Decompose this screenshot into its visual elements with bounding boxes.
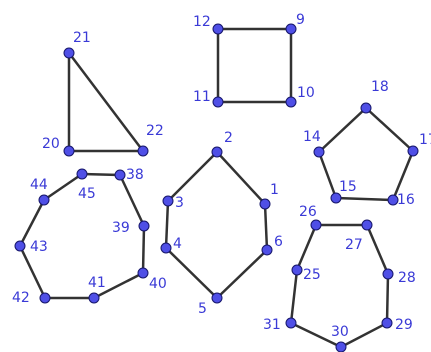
point-6[interactable] [261, 244, 273, 256]
point-label-9: 9 [296, 12, 305, 28]
segment-3-2[interactable] [166, 150, 219, 203]
segment-39-40[interactable] [141, 224, 146, 275]
segment-43-44[interactable] [18, 198, 46, 248]
point-42[interactable] [39, 292, 51, 304]
point-30[interactable] [335, 341, 347, 352]
point-label-12: 12 [193, 14, 211, 30]
point-38[interactable] [114, 169, 126, 181]
point-label-18: 18 [371, 79, 389, 95]
point-label-42: 42 [12, 290, 30, 306]
point-label-28: 28 [398, 270, 416, 286]
point-31[interactable] [285, 317, 297, 329]
point-label-21: 21 [73, 30, 91, 46]
point-label-22: 22 [146, 123, 164, 139]
segment-14-18[interactable] [317, 106, 368, 154]
segment-44-45[interactable] [42, 172, 84, 202]
point-17[interactable] [407, 145, 419, 157]
point-15[interactable] [330, 192, 342, 204]
point-label-4: 4 [173, 236, 182, 252]
point-label-30: 30 [331, 324, 349, 340]
point-label-16: 16 [397, 192, 415, 208]
point-27[interactable] [361, 219, 373, 231]
points-layer [14, 23, 419, 352]
point-label-20: 20 [42, 136, 60, 152]
segment-21-22[interactable] [67, 51, 145, 153]
point-14[interactable] [313, 146, 325, 158]
segment-31-25[interactable] [289, 268, 299, 325]
point-44[interactable] [38, 194, 50, 206]
segment-45-38[interactable] [80, 172, 122, 177]
point-20[interactable] [63, 145, 75, 157]
segment-18-17[interactable] [364, 106, 415, 153]
segment-30-31[interactable] [289, 321, 343, 349]
point-label-40: 40 [149, 276, 167, 292]
point-5[interactable] [211, 292, 223, 304]
point-4[interactable] [160, 242, 172, 254]
segment-28-29[interactable] [385, 272, 390, 325]
segment-2-1[interactable] [215, 150, 267, 206]
segment-27-28[interactable] [365, 223, 390, 276]
point-label-17: 17 [419, 132, 431, 148]
point-label-2: 2 [224, 130, 233, 146]
segment-6-5[interactable] [215, 248, 269, 300]
point-3[interactable] [162, 195, 174, 207]
point-1[interactable] [259, 198, 271, 210]
point-label-27: 27 [345, 237, 363, 253]
point-label-26: 26 [299, 204, 317, 220]
point-41[interactable] [88, 292, 100, 304]
segment-38-39[interactable] [118, 173, 146, 228]
point-label-29: 29 [395, 317, 413, 333]
point-29[interactable] [381, 317, 393, 329]
point-11[interactable] [212, 96, 224, 108]
point-9[interactable] [285, 23, 297, 35]
segment-5-4[interactable] [164, 246, 219, 300]
segment-29-30[interactable] [339, 321, 389, 349]
point-18[interactable] [360, 102, 372, 114]
point-label-41: 41 [88, 275, 106, 291]
point-label-45: 45 [78, 186, 96, 202]
point-40[interactable] [137, 267, 149, 279]
point-39[interactable] [138, 220, 150, 232]
segment-15-14[interactable] [317, 150, 338, 200]
segment-17-16[interactable] [391, 149, 415, 202]
point-10[interactable] [285, 96, 297, 108]
point-label-44: 44 [30, 177, 48, 193]
segment-16-15[interactable] [334, 196, 395, 202]
polygon-edges [18, 27, 415, 349]
segment-40-41[interactable] [92, 271, 145, 300]
segment-42-43[interactable] [18, 244, 47, 300]
point-label-38: 38 [126, 167, 144, 183]
point-12[interactable] [212, 23, 224, 35]
point-16[interactable] [387, 194, 399, 206]
point-label-25: 25 [303, 267, 321, 283]
point-label-6: 6 [274, 234, 283, 250]
point-22[interactable] [137, 145, 149, 157]
point-21[interactable] [63, 47, 75, 59]
point-label-1: 1 [270, 182, 279, 198]
point-label-5: 5 [198, 301, 207, 317]
point-label-10: 10 [297, 85, 315, 101]
point-label-14: 14 [303, 129, 321, 145]
point-43[interactable] [14, 240, 26, 252]
point-25[interactable] [291, 264, 303, 276]
point-label-3: 3 [175, 195, 184, 211]
point-label-11: 11 [193, 89, 211, 105]
point-28[interactable] [382, 268, 394, 280]
labels-layer: 1234569101112141516171820212225262728293… [12, 12, 431, 340]
point-2[interactable] [211, 146, 223, 158]
point-label-15: 15 [339, 179, 357, 195]
point-label-39: 39 [112, 220, 130, 236]
point-45[interactable] [76, 168, 88, 180]
point-label-31: 31 [263, 317, 281, 333]
point-26[interactable] [310, 219, 322, 231]
point-label-43: 43 [30, 239, 48, 255]
segment-25-26[interactable] [295, 223, 318, 272]
segment-4-3[interactable] [164, 199, 170, 250]
segment-1-6[interactable] [263, 202, 269, 252]
